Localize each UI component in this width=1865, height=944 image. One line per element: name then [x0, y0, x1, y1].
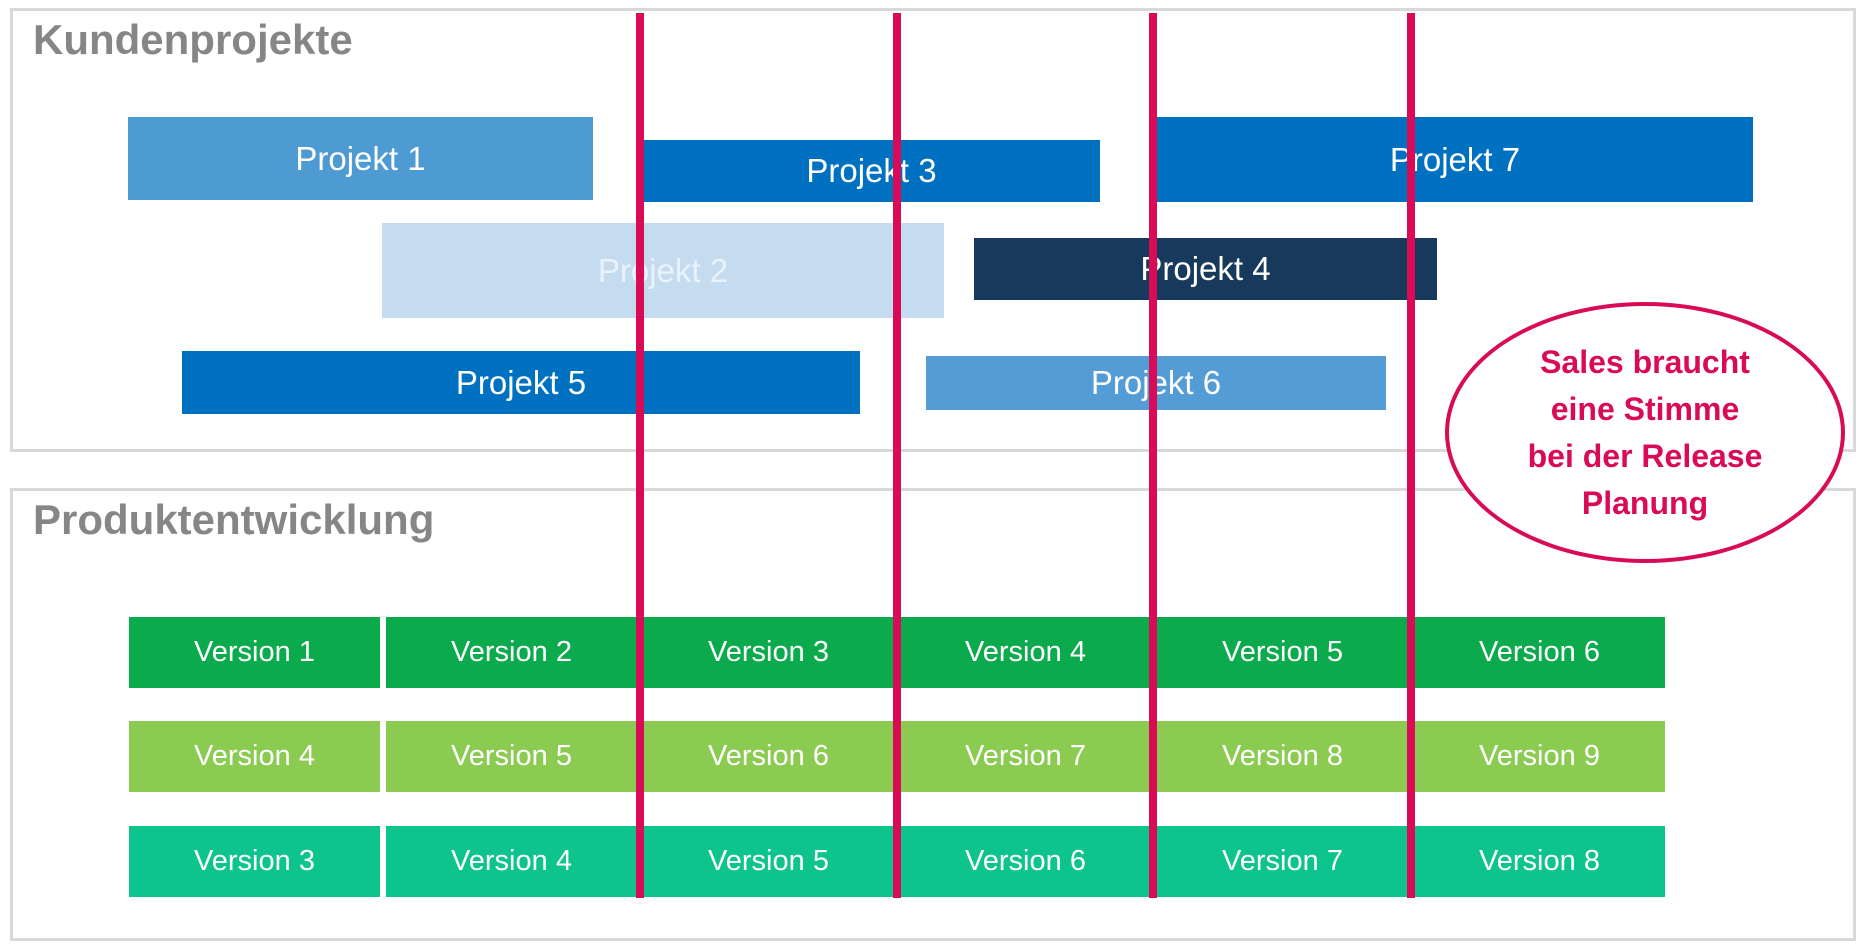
- version-cell: Version 6: [643, 721, 894, 792]
- annotation-line: Sales braucht: [1540, 343, 1750, 380]
- version-cell: Version 5: [643, 826, 894, 897]
- project-bar: Projekt 4: [974, 238, 1437, 300]
- version-cell: Version 3: [643, 617, 894, 688]
- version-cell: Version 7: [900, 721, 1151, 792]
- sales-annotation-ellipse: Sales braucht eine Stimme bei der Releas…: [1445, 302, 1845, 563]
- project-bar: Projekt 5: [182, 351, 860, 414]
- release-cut-line: [1149, 13, 1157, 898]
- version-cell: Version 6: [1414, 617, 1665, 688]
- release-cut-line: [1407, 13, 1415, 898]
- version-cell: Version 8: [1414, 826, 1665, 897]
- annotation-line: bei der Release: [1527, 437, 1763, 474]
- annotation-line: eine Stimme: [1550, 390, 1740, 427]
- version-cell: Version 4: [900, 617, 1151, 688]
- version-cell: Version 4: [386, 826, 637, 897]
- kundenprojekte-title: Kundenprojekte: [33, 16, 353, 63]
- version-cell: Version 4: [129, 721, 380, 792]
- version-cell: Version 5: [386, 721, 637, 792]
- project-bar: Projekt 7: [1157, 117, 1753, 202]
- produktentwicklung-title: Produktentwicklung: [33, 496, 435, 543]
- version-cell: Version 8: [1157, 721, 1408, 792]
- version-cell: Version 9: [1414, 721, 1665, 792]
- version-cell: Version 5: [1157, 617, 1408, 688]
- release-cut-line: [636, 13, 644, 898]
- version-cell: Version 6: [900, 826, 1151, 897]
- project-bar: Projekt 2: [382, 223, 944, 318]
- annotation-line: Planung: [1581, 484, 1709, 521]
- project-bar: Projekt 3: [643, 140, 1100, 202]
- version-cell: Version 7: [1157, 826, 1408, 897]
- version-cell: Version 3: [129, 826, 380, 897]
- release-cut-line: [893, 13, 901, 898]
- version-cell: Version 2: [386, 617, 637, 688]
- project-bar: Projekt 1: [128, 117, 593, 200]
- version-cell: Version 1: [129, 617, 380, 688]
